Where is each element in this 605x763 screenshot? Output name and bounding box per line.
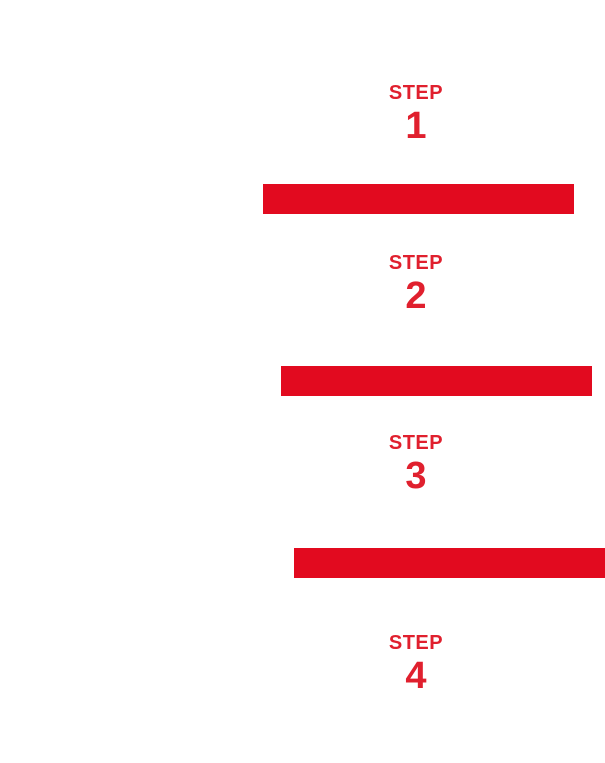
step-3-heading: STEP 3 — [356, 432, 476, 498]
step-label: STEP — [388, 252, 444, 274]
step-label: STEP — [388, 432, 444, 454]
step-number: 3 — [405, 455, 427, 497]
red-bar-1 — [263, 184, 574, 214]
step-label: STEP — [388, 82, 444, 104]
step-2-heading: STEP 2 — [356, 252, 476, 318]
red-bar-3 — [294, 548, 605, 578]
step-1-heading: STEP 1 — [356, 82, 476, 148]
step-4-heading: STEP 4 — [356, 632, 476, 698]
step-number: 2 — [405, 275, 427, 317]
step-label: STEP — [388, 632, 444, 654]
step-number: 1 — [405, 105, 427, 147]
step-number: 4 — [405, 655, 427, 697]
red-bar-2 — [281, 366, 592, 396]
